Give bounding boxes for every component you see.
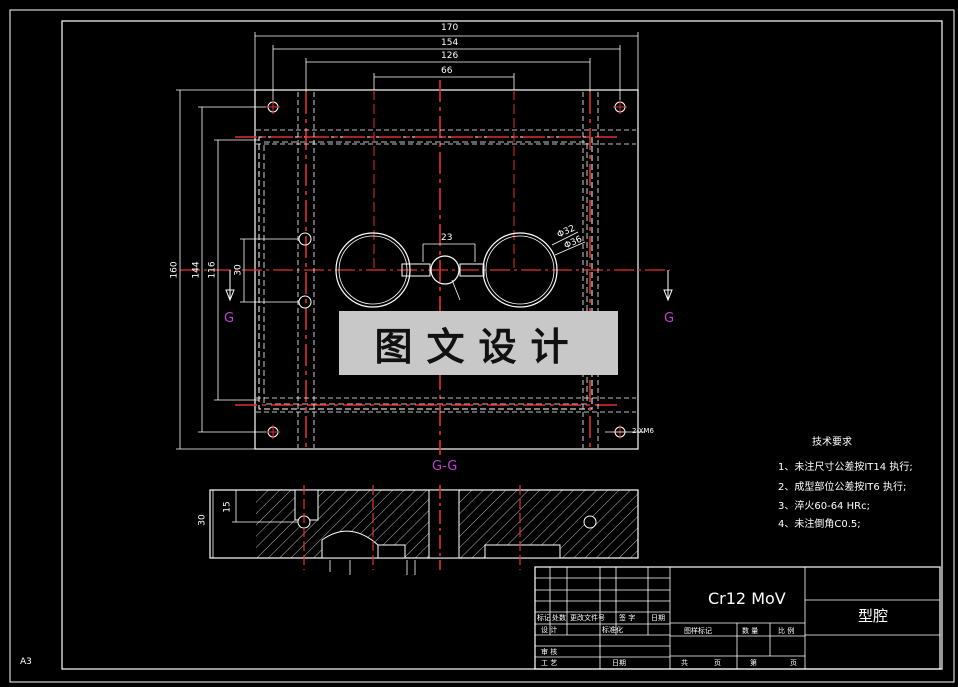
- tb-sign: 签 字: [619, 614, 636, 622]
- pin-hole-l2: [298, 295, 312, 309]
- section-view: [209, 485, 639, 575]
- tb-count: 处数: [552, 614, 566, 622]
- tb-date: 日期: [651, 614, 665, 622]
- screw-hole-tr: [613, 100, 627, 114]
- tech-req-item-1: 1、未注尺寸公差按IT14 执行;: [778, 462, 913, 473]
- tb-quantity: 数 量: [742, 627, 759, 635]
- sprue: [401, 255, 485, 285]
- inner-frame: [61, 20, 943, 670]
- cavity-right: [482, 232, 558, 308]
- tech-req-item-2: 2、成型部位公差按IT6 执行;: [778, 482, 907, 493]
- section-dim-30: 30: [197, 514, 208, 526]
- tb-sheet2: 页: [790, 659, 797, 667]
- tech-req-item-4: 4、未注倒角C0.5;: [778, 519, 861, 530]
- section-mark-right: G: [664, 311, 675, 326]
- tb-scale: 比 例: [778, 627, 795, 635]
- tech-req-item-3: 3、淬火60-64 HRc;: [778, 501, 870, 512]
- section-dim-15: 15: [222, 501, 233, 513]
- tb-review: 审 核: [541, 648, 558, 656]
- cavity-left: [335, 232, 411, 308]
- tb-mark: 标记: [537, 614, 551, 622]
- tb-total: 共: [681, 659, 688, 667]
- screw-hole-tl: [266, 100, 280, 114]
- dim-116: 116: [207, 261, 218, 279]
- tb-process-date: 日期: [612, 659, 626, 667]
- tb-change-doc: 更改文件号: [570, 614, 605, 622]
- tb-design: 设 计: [541, 626, 558, 634]
- plan-view: [176, 32, 673, 455]
- section-mark-left: G: [224, 311, 235, 326]
- dim-170: 170: [441, 23, 459, 33]
- dim-144: 144: [191, 261, 202, 279]
- dim-160: 160: [169, 261, 180, 279]
- dim-30: 30: [233, 264, 244, 276]
- material-label: Cr12 MoV: [708, 589, 786, 608]
- section-hole-right: [583, 515, 597, 529]
- tb-standard: 标准化: [602, 626, 623, 634]
- tb-no: 第: [750, 659, 757, 667]
- tech-req-title: 技术要求: [812, 437, 852, 448]
- outer-frame: [9, 9, 955, 683]
- dim-23: 23: [441, 233, 453, 243]
- screw-hole-bl: [266, 425, 280, 439]
- tb-sheet1: 页: [714, 659, 721, 667]
- title-block: [534, 566, 941, 670]
- thread-note: 2-XM6: [632, 427, 654, 435]
- watermark-banner: 图文设计: [339, 311, 618, 375]
- tb-stage-mark: 图样标记: [684, 627, 712, 635]
- dim-126: 126: [441, 51, 459, 61]
- dim-154: 154: [441, 38, 459, 48]
- section-title: G-G: [432, 459, 458, 474]
- sheet-size-label: A3: [20, 657, 32, 667]
- tb-process: 工 艺: [541, 659, 558, 667]
- watermark-text: 图文设计: [374, 323, 583, 369]
- part-name-label: 型腔: [858, 607, 889, 625]
- pin-hole-l1: [298, 232, 312, 246]
- dim-66: 66: [441, 66, 453, 76]
